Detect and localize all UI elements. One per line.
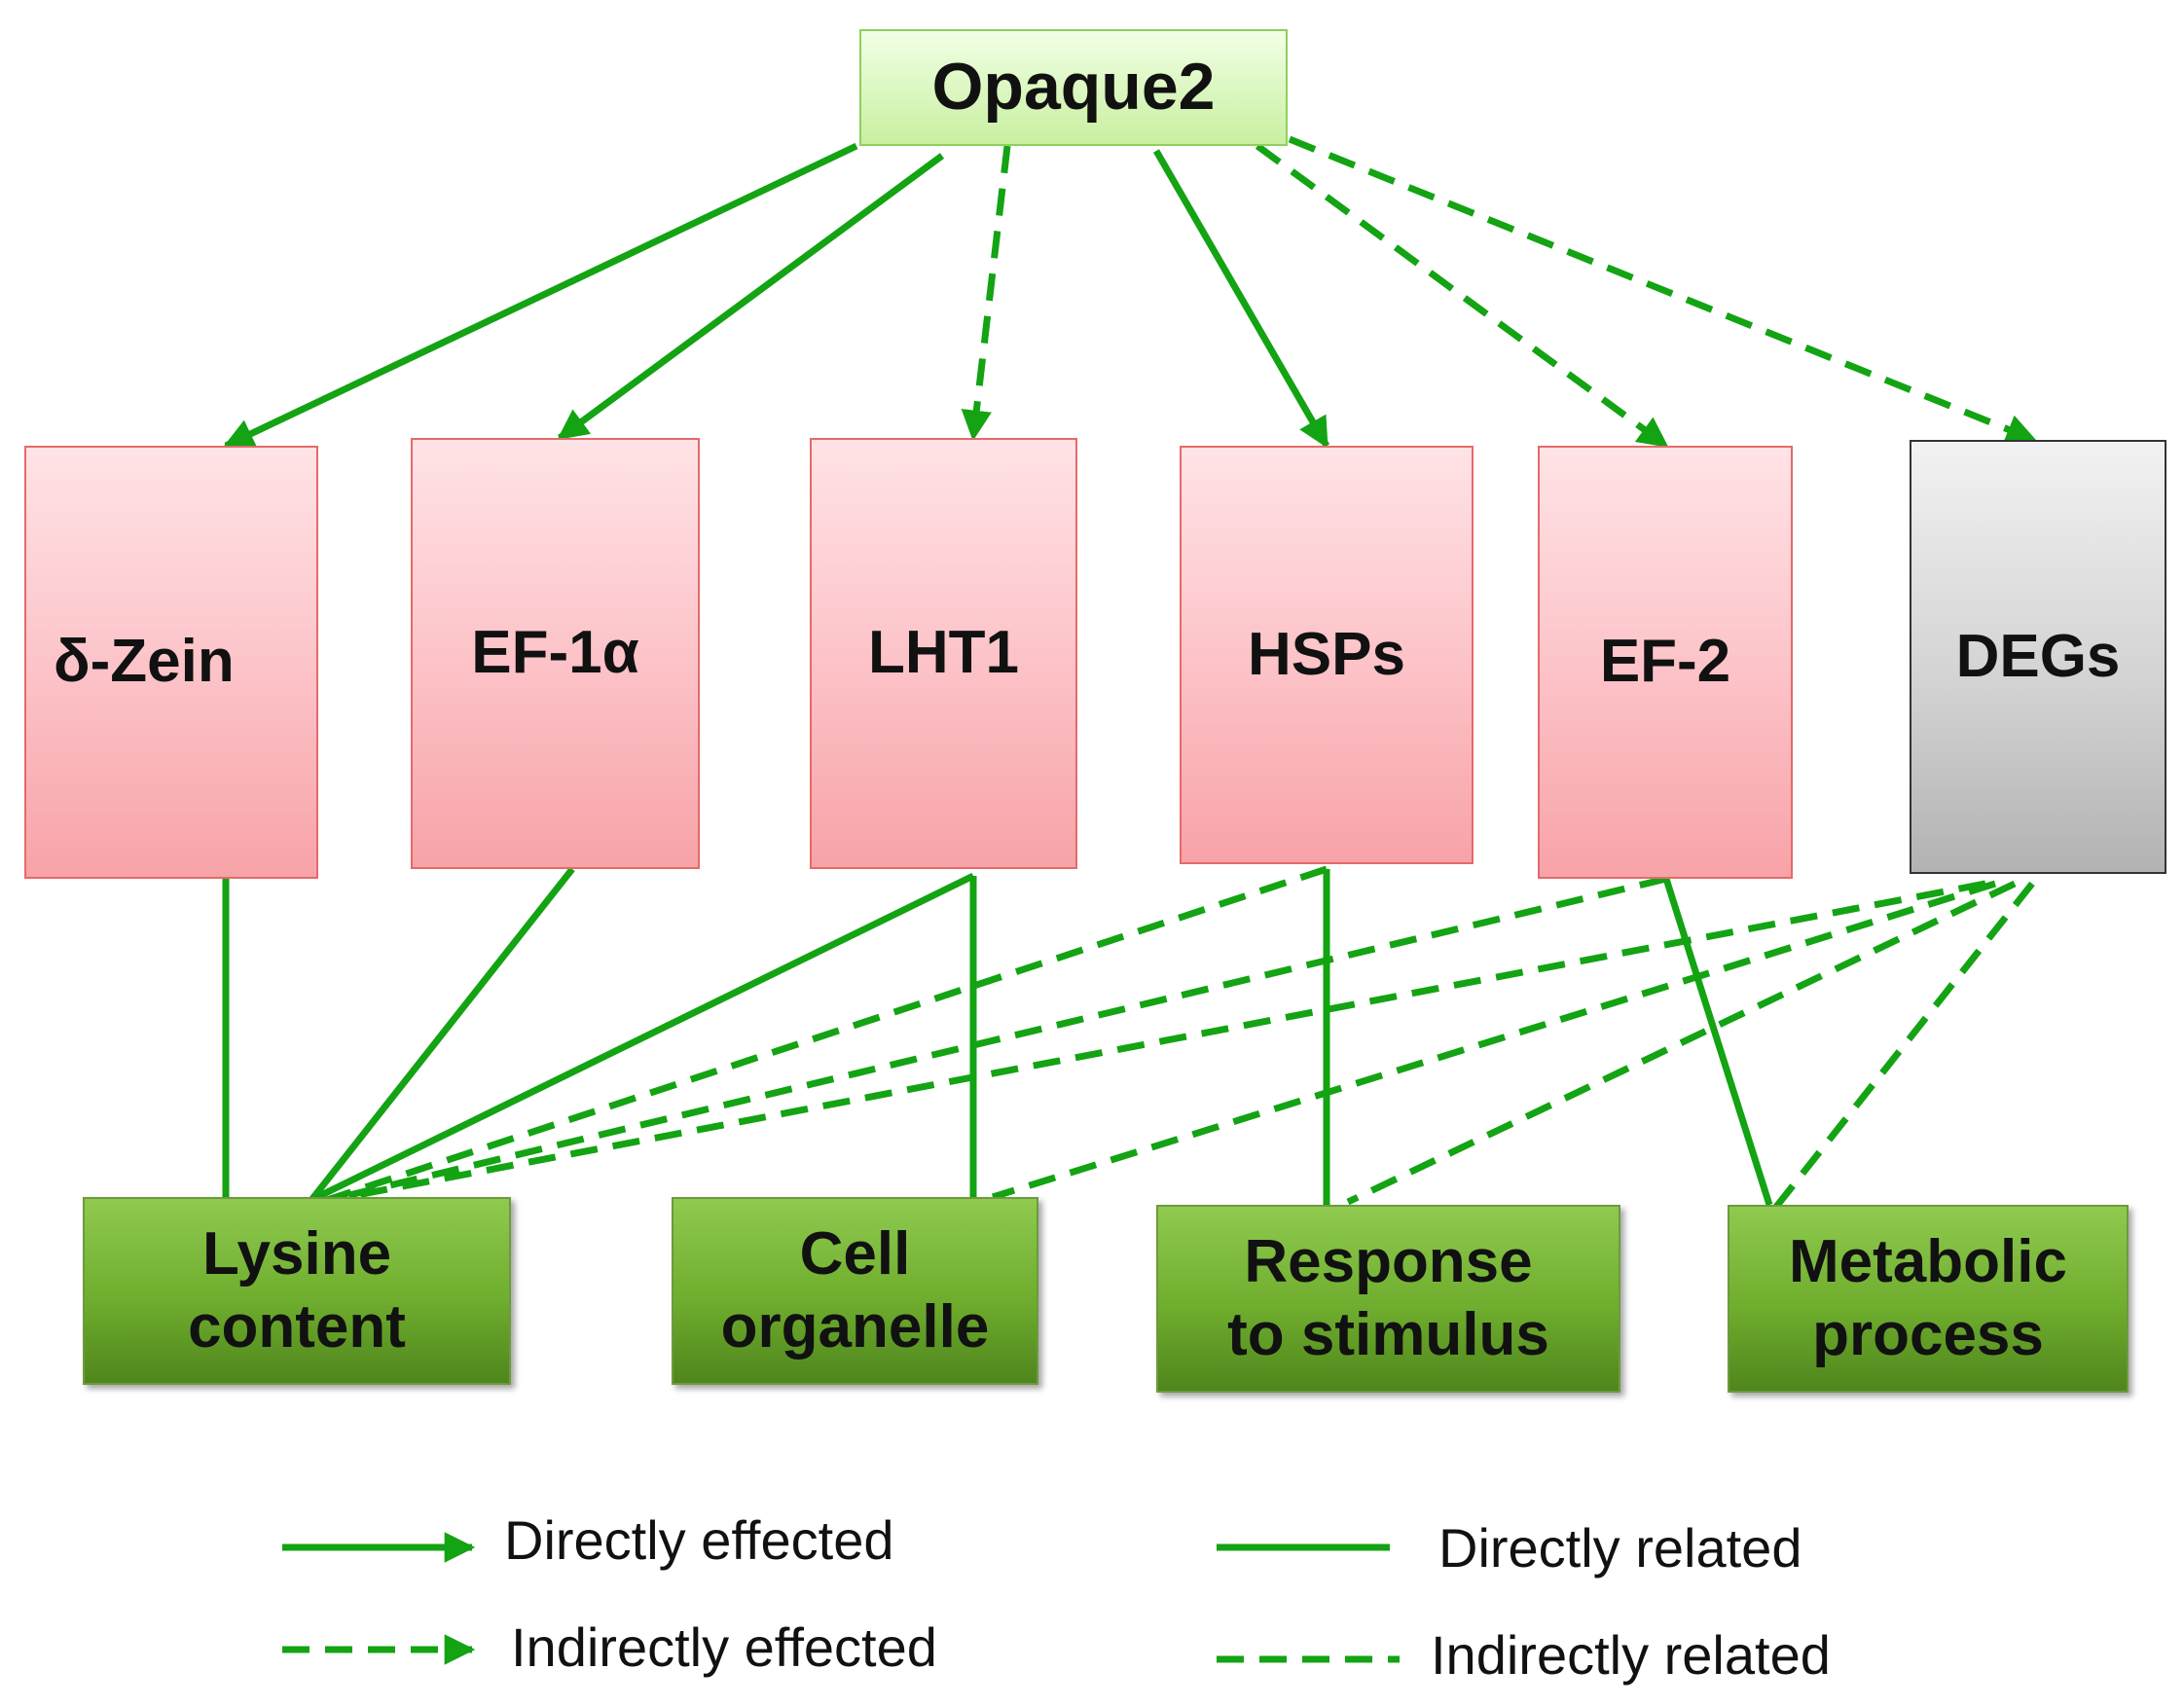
node-hsps-label: HSPs: [1248, 620, 1405, 688]
legend-lines: [282, 1532, 1400, 1665]
edge-ef-1-to-lysine-content: [309, 866, 575, 1203]
node-ef2: EF-2: [1538, 446, 1793, 879]
category-cell-organelle: Cell organelle: [672, 1197, 1038, 1385]
category-cell-organelle-label: Cell organelle: [720, 1220, 990, 1361]
edge-degs-to-cell-organelle: [991, 880, 1997, 1201]
edge-opaque2-to-hsps: [1152, 149, 1330, 449]
category-response-to-stimulus: Response to stimulus: [1156, 1205, 1620, 1393]
node-ef1a: EF-1α: [411, 438, 700, 869]
node-ef2-label: EF-2: [1599, 628, 1731, 696]
legend-indirectly-effected: Indirectly effected: [511, 1616, 937, 1678]
category-metabolic-process: Metabolic process: [1728, 1205, 2129, 1393]
edge-hsps-to-lysine-content: [319, 865, 1329, 1206]
edge-lht1-to-lysine-content: [309, 872, 975, 1204]
node-lht1-label: LHT1: [868, 619, 1019, 687]
category-lysine-content-label: Lysine content: [188, 1220, 406, 1361]
node-delta-zein: δ-Zein: [24, 446, 318, 879]
legend-directly-related: Directly related: [1438, 1517, 1802, 1579]
edge-opaque2-to-degs: [1288, 135, 2037, 444]
edge-opaque2-to-ef-2: [1255, 143, 1669, 449]
edge-degs-to-metabolic-process: [1773, 881, 2035, 1210]
node-degs: DEGs: [1910, 440, 2166, 874]
category-lysine-content: Lysine content: [83, 1197, 511, 1385]
node-ef1a-label: EF-1α: [471, 619, 639, 687]
node-hsps: HSPs: [1180, 446, 1474, 864]
node-opaque2-label: Opaque2: [931, 50, 1216, 125]
node-opaque2: Opaque2: [859, 29, 1288, 146]
legend-directly-effected: Directly effected: [504, 1509, 894, 1571]
edge-opaque2-to-lht1: [961, 145, 1011, 442]
edge-opaque2-to-ef-1: [557, 153, 945, 441]
category-metabolic-process-label: Metabolic process: [1789, 1228, 2067, 1368]
edge-degs-to-lysine-content: [320, 880, 1986, 1206]
edge-opaque2-to-zein: [223, 142, 858, 450]
edge-ef-2-to-lysine-content: [320, 875, 1667, 1206]
node-delta-zein-label: δ-Zein: [54, 628, 235, 696]
node-degs-label: DEGs: [1955, 622, 2121, 690]
legend-indirectly-related: Indirectly related: [1431, 1624, 1831, 1686]
edge-ef-2-to-metabolic-process: [1662, 877, 1773, 1207]
node-lht1: LHT1: [810, 438, 1077, 869]
category-response-to-stimulus-label: Response to stimulus: [1227, 1228, 1549, 1368]
edge-degs-to-response-to-stimulus: [1346, 880, 2017, 1206]
edges-layer: [222, 135, 2037, 1210]
